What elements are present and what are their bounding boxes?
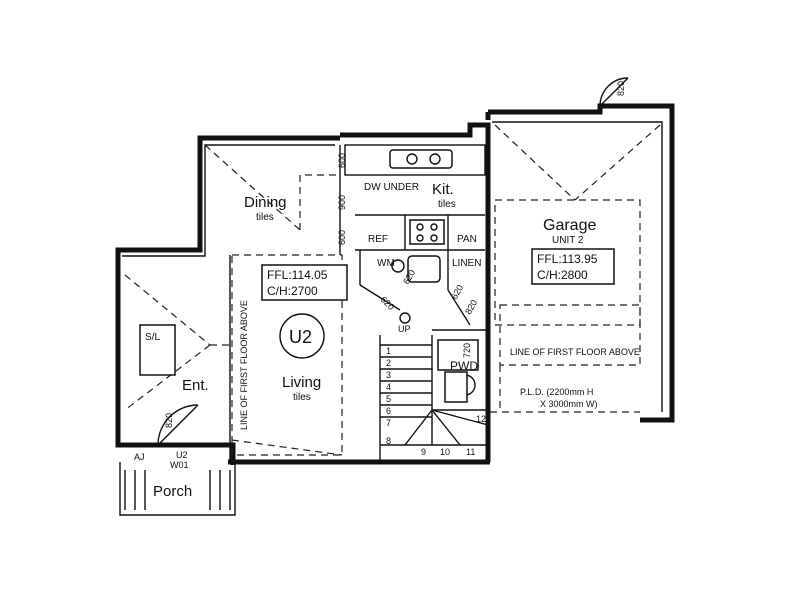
dimension-600-upper: 600 [337, 153, 347, 168]
stair-number-2: 2 [386, 358, 391, 368]
room-name-pwd: PWD [450, 359, 478, 373]
stair-number-5: 5 [386, 394, 391, 404]
stair-number-6: 6 [386, 406, 391, 416]
dashed-lines [124, 124, 661, 456]
label-dw-under: DW UNDER [364, 182, 419, 193]
skylight-box [139, 324, 176, 376]
label-pld-line2: X 3000mm W) [540, 399, 598, 409]
garage-ch: C/H:2800 [537, 268, 588, 282]
interior-walls [118, 144, 488, 462]
room-finish-dining: tiles [256, 212, 274, 223]
stair-number-11: 11 [466, 447, 475, 457]
label-linen: LINEN [452, 258, 481, 269]
note-first-floor-vertical: LINE OF FIRST FLOOR ABOVE [239, 300, 249, 430]
stair-number-10: 10 [440, 447, 450, 457]
note-first-floor-garage: LINE OF FIRST FLOOR ABOVE [510, 347, 640, 357]
room-name-garage: Garage [543, 217, 596, 234]
living-ffl: FFL:114.05 [267, 268, 328, 282]
laundry-tub [391, 255, 441, 283]
dimension-900: 900 [337, 195, 347, 210]
room-name-kitchen: Kit. [432, 181, 454, 198]
powder-room-fixtures [437, 339, 479, 403]
window-code-line2: W01 [170, 460, 189, 470]
stair-number-7: 7 [386, 418, 391, 428]
label-pan: PAN [457, 234, 477, 245]
stair-number-3: 3 [386, 370, 391, 380]
label-aj: AJ [134, 452, 145, 462]
room-name-dining: Dining [244, 194, 287, 211]
cooktop [409, 219, 445, 245]
dimension-620-c: 620 [449, 283, 465, 301]
kitchen-sink [389, 149, 453, 169]
room-name-porch: Porch [153, 483, 192, 500]
living-levels-box [261, 264, 348, 301]
doors [157, 77, 629, 446]
dimension-720: 720 [462, 343, 472, 358]
room-name-living: Living [282, 374, 321, 391]
dimension-820-garage: 820 [616, 81, 626, 96]
label-up: UP [398, 324, 411, 334]
dimension-820-laundry: 820 [463, 298, 479, 316]
exterior-walls [115, 103, 675, 516]
garage-unit: UNIT 2 [552, 235, 584, 246]
stair-number-8: 8 [386, 436, 391, 446]
dimension-600-lower: 600 [337, 230, 347, 245]
stair-numbers: 1 2 3 4 5 6 7 8 9 10 11 12 [386, 346, 486, 457]
stair-number-9: 9 [421, 447, 426, 457]
garage-levels-box [531, 248, 615, 285]
label-wm: WM [377, 258, 395, 269]
living-ch: C/H:2700 [267, 284, 318, 298]
stair-number-1: 1 [386, 346, 391, 356]
label-pld-line1: P.L.D. (2200mm H [520, 387, 593, 397]
porch-hatch [124, 470, 231, 510]
stair-number-12: 12 [476, 414, 486, 424]
unit-badge-circle [279, 313, 325, 359]
window-code-line1: U2 [176, 450, 188, 460]
dimension-820-entry: 820 [164, 413, 174, 428]
label-skylight: S/L [145, 332, 160, 343]
garage-ffl: FFL:113.95 [537, 252, 598, 266]
room-name-entry: Ent. [182, 377, 209, 394]
room-finish-living: tiles [293, 392, 311, 403]
stair-number-4: 4 [386, 382, 391, 392]
unit-label: U2 [289, 327, 312, 347]
label-ref: REF [368, 234, 388, 245]
stair [380, 312, 489, 446]
dimension-620-a: 620 [379, 294, 397, 312]
room-finish-kitchen: tiles [438, 199, 456, 210]
